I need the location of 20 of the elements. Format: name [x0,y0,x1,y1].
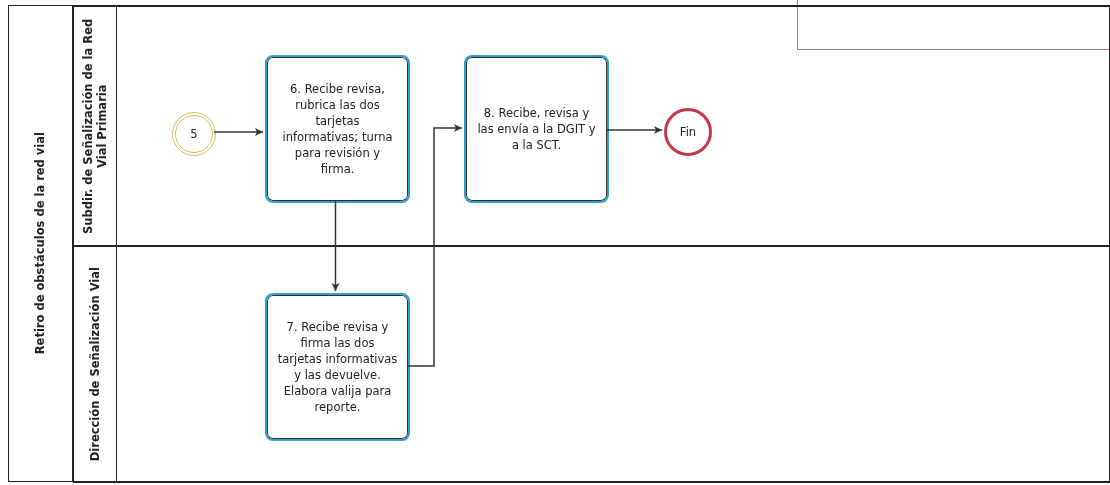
event-label: 5 [190,127,198,141]
arrow [331,200,340,292]
event-label: Fin [679,125,697,139]
pool-label: Retiro de obstáculos de la red vial [33,132,48,355]
task-box [265,293,410,441]
arrow [407,124,463,367]
lane-label: Subdir. de Señalización de la Red Vial Primaria [80,17,110,236]
arrow [606,126,663,134]
task-text: 6. Recibe revisa, rubrica las dos tarjetas informativas; turna para revisión y firma. [281,80,394,178]
task-text: 7. Recibe revisa y firma las dos tarjetas informativas y las devuelve. Elabora valija para reporte. [277,318,398,416]
task-box [464,55,609,203]
lane-label: Dirección de Señalización Vial [87,267,103,462]
start-event-circle [172,112,216,156]
task-text: 8. Recibe, revisa y las envía a la DGIT y a la SCT. [476,104,597,154]
arrow [213,128,264,136]
swimlane [73,246,1110,483]
end-event-circle [664,108,712,156]
swimlane [73,6,1110,246]
pool-frame [8,5,1110,482]
task-box [265,55,410,203]
